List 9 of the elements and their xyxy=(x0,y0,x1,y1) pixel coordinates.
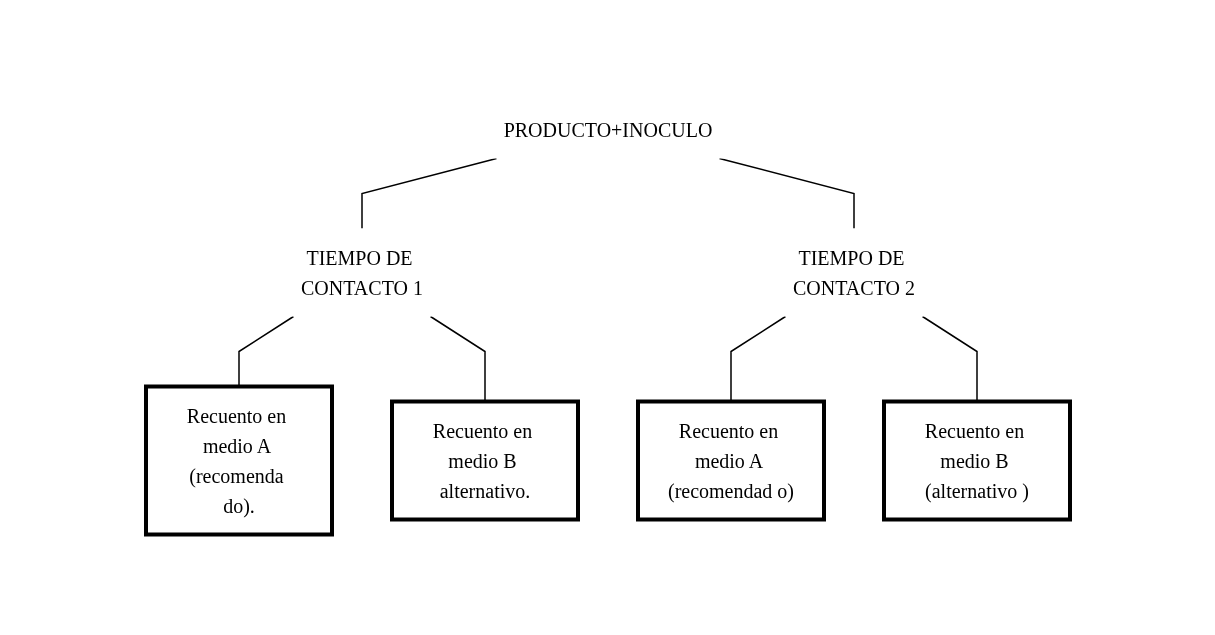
connector xyxy=(718,157,855,230)
node-text: TIEMPO DE CONTACTO 1 xyxy=(300,246,423,299)
node-text: TIEMPO DE CONTACTO 2 xyxy=(792,246,915,299)
node-box: Recuento en medio B (alternativo ) xyxy=(881,399,1072,522)
node-box: Recuento en medio A (recomenda do). xyxy=(143,384,334,537)
node-box: Recuento en medio A (recomendad o) xyxy=(635,399,826,522)
node-box: Recuento en medio B alternativo. xyxy=(389,399,580,522)
connector xyxy=(360,157,497,230)
node-text: PRODUCTO+INOCULO xyxy=(503,118,712,141)
